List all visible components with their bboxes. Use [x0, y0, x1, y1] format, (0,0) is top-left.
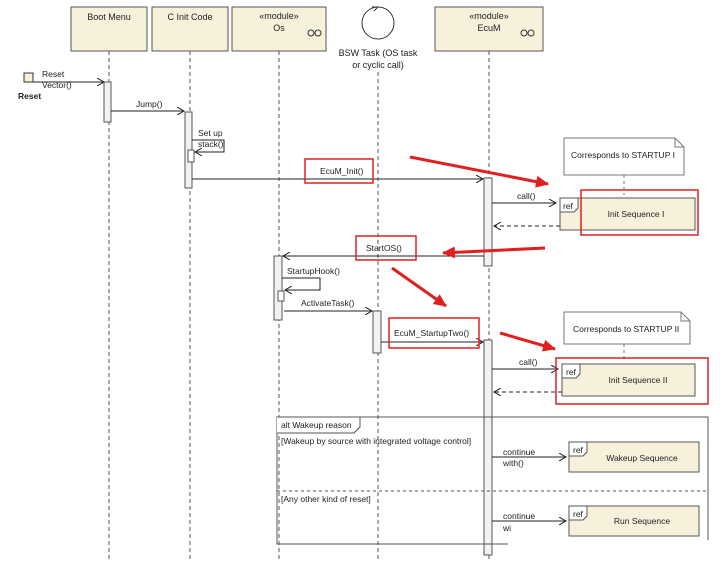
- lifeline-label-boot-menu: Boot Menu: [87, 12, 131, 22]
- red-arrow-to-init-1: [409, 155, 549, 188]
- message-ecum-init: EcuM_Init(): [192, 158, 483, 184]
- activation-os: [273, 255, 283, 321]
- message-call-2-label: call(): [519, 357, 538, 367]
- reset-vector-icon: [23, 72, 34, 83]
- activation-c-init-nested: [187, 149, 195, 163]
- activations: [103, 81, 493, 556]
- message-continue-1: continue with(): [492, 447, 566, 468]
- ref-init-1-label: Init Sequence I: [608, 209, 665, 219]
- ref-tag: ref: [563, 201, 574, 211]
- lifeline-label-ecum: EcuM: [477, 23, 500, 33]
- ref-init-sequence-2: ref Init Sequence II: [555, 357, 709, 405]
- ref-wakeup-label: Wakeup Sequence: [606, 453, 678, 463]
- ref-tag: ref: [566, 367, 577, 377]
- highlight-box-init-1: [580, 189, 699, 236]
- message-activatetask: ActivateTask(): [284, 298, 372, 311]
- note-startup-2: Corresponds to STARTUP II: [563, 311, 691, 360]
- lifeline-label-c-init-code: C Init Code: [167, 12, 212, 22]
- message-startos: StartOS(): [283, 235, 484, 261]
- activation-bsw-task: [372, 310, 382, 354]
- highlight-box-ecum-init: [304, 158, 374, 184]
- message-startuphook: StartupHook(): [282, 266, 340, 290]
- continue-1-line1: continue: [503, 447, 535, 457]
- activation-ecum-1: [483, 177, 493, 267]
- alt-fragment: alt Wakeup reason [Wakeup by source with…: [276, 416, 709, 545]
- setup-label-line1: Set up: [198, 128, 223, 138]
- message-jump-label: Jump(): [136, 99, 163, 109]
- alt-title: alt Wakeup reason: [281, 420, 352, 430]
- lifeline-header-os: «module» Os: [231, 6, 327, 52]
- lifeline-header-c-init-code: C Init Code: [151, 6, 229, 52]
- message-activatetask-label: ActivateTask(): [301, 298, 355, 308]
- lifeline-header-boot-menu: Boot Menu: [70, 6, 148, 52]
- message-ecum-init-label: EcuM_Init(): [320, 166, 364, 176]
- message-call-1-label: call(): [517, 191, 536, 201]
- lifelines: [108, 51, 490, 560]
- message-startuptwo-label: EcuM_StartupTwo(): [394, 328, 469, 338]
- ref-tag: ref: [573, 445, 584, 455]
- lifeline-header-bsw-task: BSW Task (OS task or cyclic call): [339, 6, 418, 70]
- continue-2-line2: wi: [502, 523, 511, 533]
- red-arrow-to-startos: [442, 246, 546, 259]
- note-startup-2-text: Corresponds to STARTUP II: [573, 324, 679, 334]
- highlight-box-startuptwo: [388, 317, 480, 349]
- message-call-2: call(): [492, 357, 562, 392]
- highlight-box-init-2: [555, 357, 709, 405]
- ref-run-label: Run Sequence: [614, 516, 671, 526]
- message-setup-stack: Set up stack(): [192, 128, 225, 152]
- activation-boot-menu: [103, 81, 112, 123]
- task-control-icon: [361, 6, 395, 40]
- ref-run-sequence: ref Run Sequence: [568, 505, 700, 537]
- bsw-label-line2: or cyclic call): [352, 60, 404, 70]
- message-startuphook-label: StartupHook(): [287, 266, 340, 276]
- message-startos-label: StartOS(): [366, 243, 402, 253]
- ref-init-2-label: Init Sequence II: [608, 375, 667, 385]
- red-arrow-to-startuptwo: [391, 266, 447, 308]
- module-link-icon: [520, 29, 535, 37]
- red-pointer-arrows: [391, 155, 556, 352]
- lifeline-label-os: Os: [273, 23, 285, 33]
- continue-2-line1: continue: [503, 511, 535, 521]
- os-stereotype: «module»: [259, 11, 299, 21]
- continue-1-line2: with(): [502, 458, 524, 468]
- note-startup-1: Corresponds to STARTUP I: [563, 137, 685, 195]
- ref-wakeup-sequence: ref Wakeup Sequence: [568, 441, 700, 473]
- alt-guard-2: [Any other kind of reset]: [281, 494, 371, 504]
- activation-ecum-2: [483, 339, 493, 556]
- cutoff-band: [508, 540, 720, 566]
- reset-vector: Reset Vector() Reset: [18, 69, 104, 101]
- bsw-label-line1: BSW Task (OS task: [339, 48, 418, 58]
- module-link-icon: [307, 29, 322, 37]
- note-startup-1-text: Corresponds to STARTUP I: [571, 150, 675, 160]
- reset-vector-line1: Reset: [42, 69, 65, 79]
- alt-guard-1: [Wakeup by source with integrated voltag…: [281, 436, 471, 446]
- setup-label-line2: stack(): [198, 139, 224, 149]
- message-jump: Jump(): [111, 99, 184, 111]
- reset-vector-line2: Vector(): [42, 80, 72, 90]
- red-arrow-to-init-2: [499, 331, 556, 352]
- reset-label: Reset: [18, 91, 41, 101]
- activation-os-nested: [277, 290, 285, 302]
- ecum-stereotype: «module»: [469, 11, 509, 21]
- lifeline-header-ecum: «module» EcuM: [434, 6, 544, 52]
- message-continue-2: continue wi: [492, 511, 566, 533]
- message-startuptwo: EcuM_StartupTwo(): [381, 317, 483, 349]
- message-call-1: call(): [492, 191, 560, 226]
- highlight-box-startos: [355, 235, 417, 261]
- ref-init-sequence-1: ref Init Sequence I: [559, 189, 699, 236]
- ref-tag: ref: [573, 509, 584, 519]
